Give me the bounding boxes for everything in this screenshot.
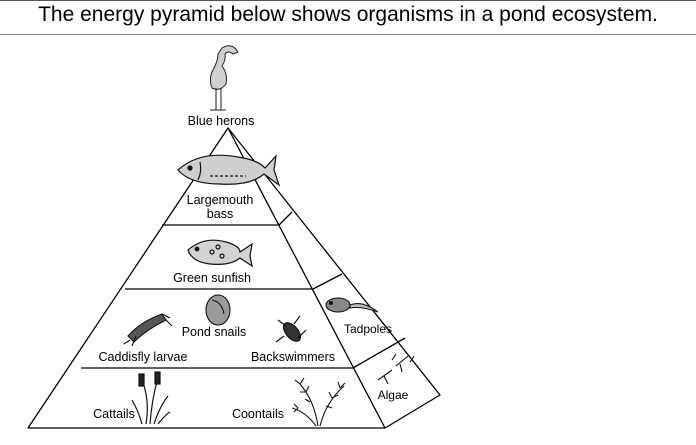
algae-icon	[377, 353, 415, 385]
tadpole-icon	[325, 297, 379, 313]
label-largemouth: Largemouth	[187, 193, 254, 207]
cattail-plant-icon	[131, 371, 171, 425]
bass-fish-icon	[177, 154, 281, 187]
label-backswimmers: Backswimmers	[251, 350, 335, 364]
coontail-plant-icon	[291, 377, 346, 427]
heading-divider	[0, 34, 696, 35]
label-coontails: Coontails	[232, 407, 284, 421]
label-blue-herons: Blue herons	[188, 114, 255, 128]
sunfish-icon	[187, 239, 253, 268]
question-heading: The energy pyramid below shows organisms…	[38, 3, 658, 26]
label-cattails: Cattails	[93, 407, 135, 421]
caddisfly-icon	[123, 313, 173, 347]
side-divider-3	[352, 337, 406, 369]
label-algae: Algae	[378, 388, 409, 402]
label-tadpoles: Tadpoles	[344, 322, 392, 336]
pyramid-side-face	[227, 127, 441, 429]
side-divider-1	[278, 211, 293, 226]
backswimmer-icon	[275, 315, 307, 343]
label-bass: bass	[207, 207, 233, 221]
top-border	[0, 0, 696, 1]
pyramid-front-face	[27, 127, 386, 429]
snail-icon	[205, 294, 231, 326]
label-green-sunfish: Green sunfish	[173, 271, 251, 285]
label-caddisfly-larvae: Caddisfly larvae	[99, 350, 188, 364]
label-pond-snails: Pond snails	[182, 325, 247, 339]
heron-icon	[209, 45, 239, 111]
side-divider-2	[312, 273, 343, 290]
